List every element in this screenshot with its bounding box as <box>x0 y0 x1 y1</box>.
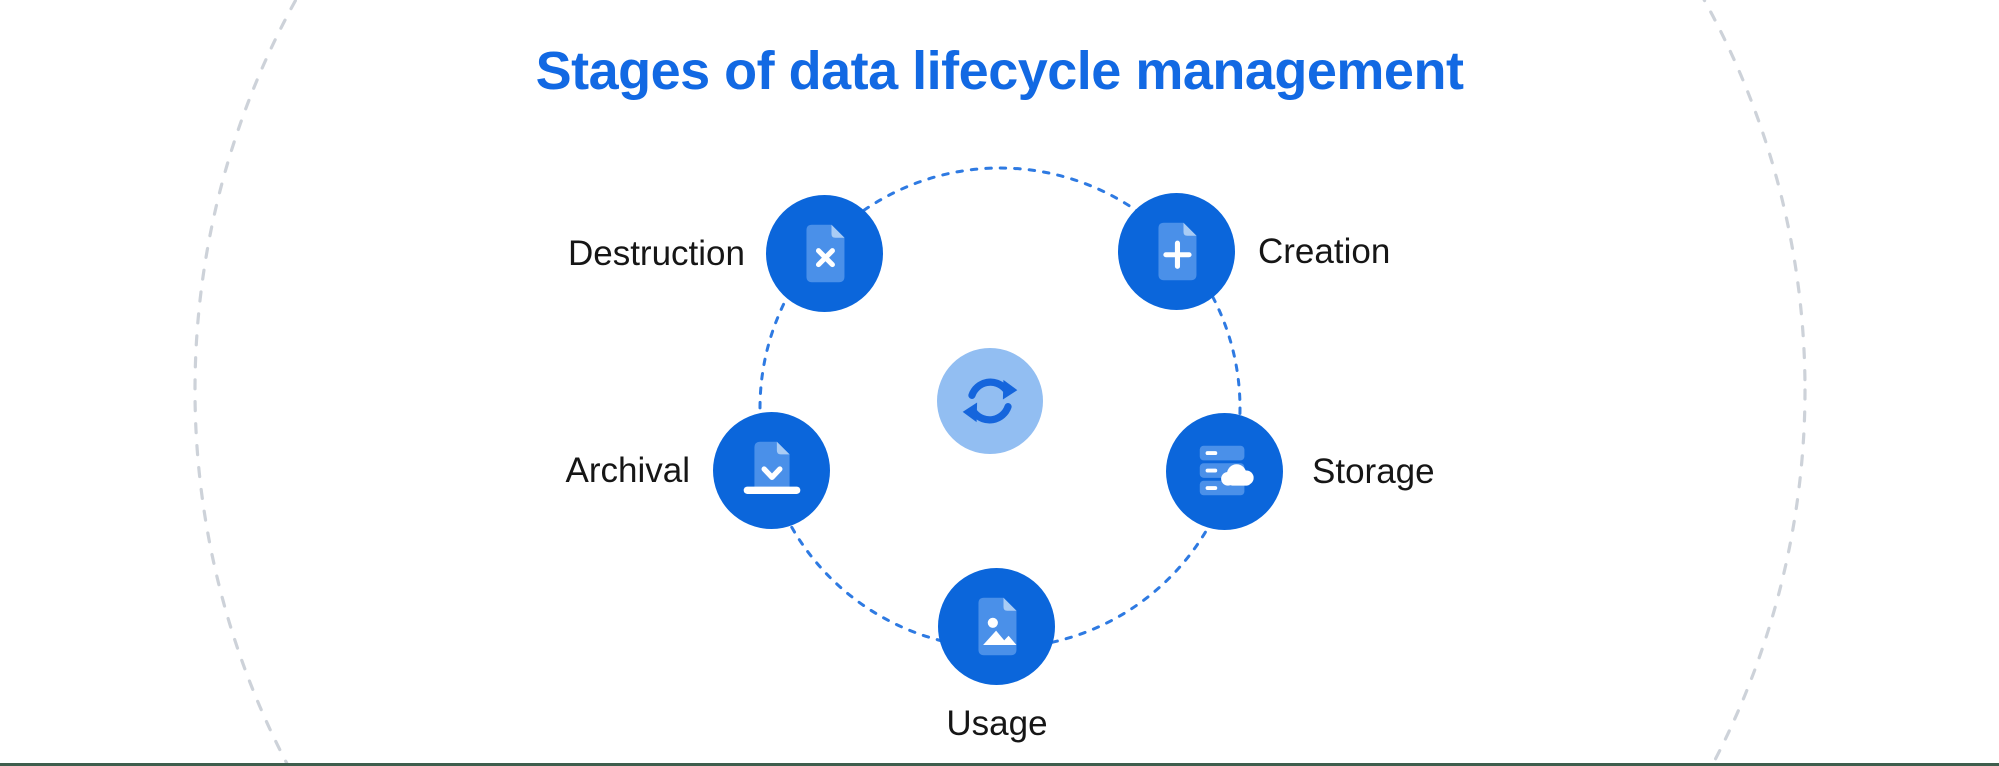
outer-dashed-circle <box>193 0 1807 766</box>
file-x-icon <box>805 224 844 283</box>
file-plus-icon <box>1157 222 1196 281</box>
image-file-icon <box>977 597 1016 656</box>
stage-label-destruction: Destruction <box>567 234 745 273</box>
server-cloud-icon <box>1199 445 1254 495</box>
cloud-glyph <box>1220 463 1254 486</box>
stage-node-destruction <box>766 195 883 312</box>
archive-download-icon <box>743 441 800 494</box>
lifecycle-hub <box>937 348 1043 454</box>
stage-label-storage: Storage <box>1312 452 1435 491</box>
sync-icon <box>957 378 1018 434</box>
stage-node-archival <box>713 412 830 529</box>
stage-label-creation: Creation <box>1258 232 1391 271</box>
stage-node-creation <box>1118 193 1235 310</box>
bottom-border-bar <box>0 763 1999 766</box>
stage-label-usage: Usage <box>946 704 1048 743</box>
page-title: Stages of data lifecycle management <box>535 41 1464 101</box>
stage-node-usage <box>938 568 1055 685</box>
stage-node-storage <box>1166 413 1283 530</box>
stage-label-archival: Archival <box>565 451 690 490</box>
